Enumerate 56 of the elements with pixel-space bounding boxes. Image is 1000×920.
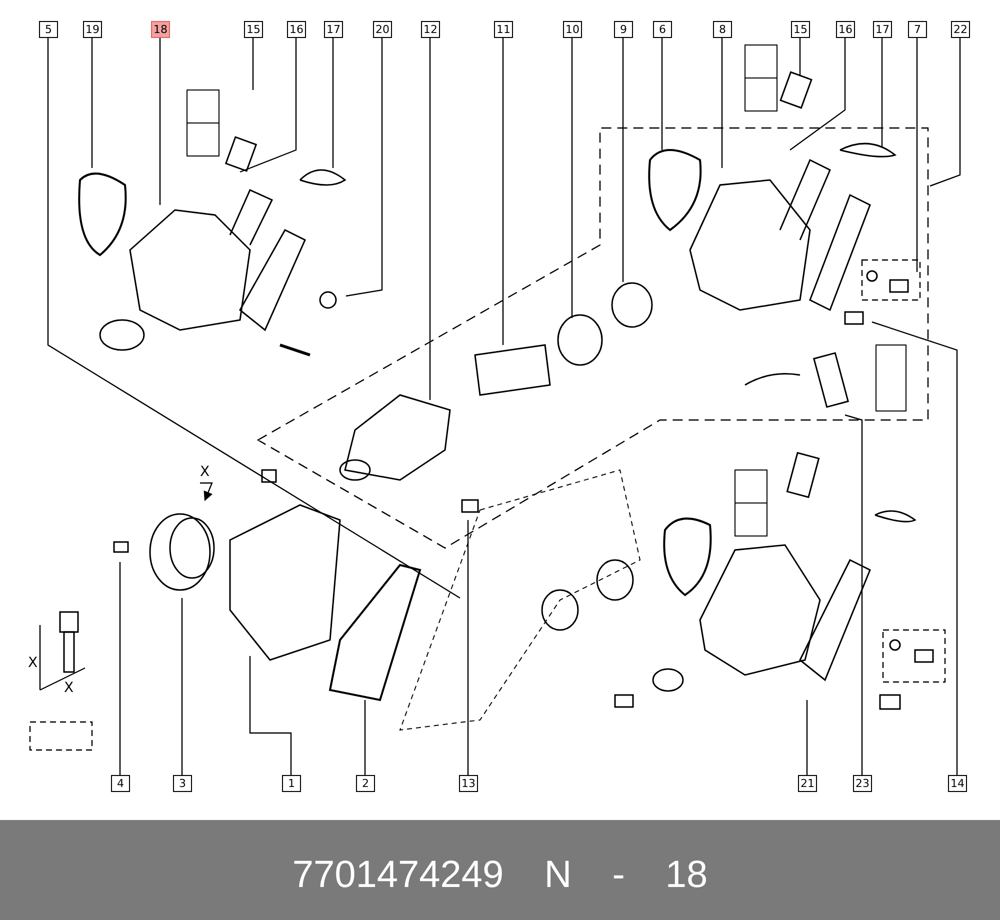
dimension-label: X: [64, 680, 74, 696]
dimension-label: X: [200, 464, 210, 480]
callout-number: 4: [111, 775, 130, 792]
leader-line: [91, 38, 93, 168]
callout-number: 2: [356, 775, 375, 792]
callout-number: 8: [713, 21, 732, 38]
callout-number: 13: [459, 775, 478, 792]
leader-line: [346, 38, 383, 297]
callout-number: 17: [324, 21, 343, 38]
leader-line: [844, 414, 863, 775]
leader-line: [622, 38, 624, 282]
dimension-label: X: [28, 655, 38, 671]
callout-number: 18: [151, 21, 170, 38]
leader-line: [467, 520, 469, 775]
callout-number: 7: [908, 21, 927, 38]
leader-line: [881, 38, 883, 148]
leader-line: [240, 38, 297, 173]
callout-number: 15: [791, 21, 810, 38]
callout-number: 6: [653, 21, 672, 38]
leader-line: [790, 38, 846, 150]
leader-line: [799, 38, 801, 75]
leader-line: [721, 38, 723, 168]
leader-line: [364, 700, 366, 775]
leader-line: [47, 38, 460, 599]
callout-number: 12: [421, 21, 440, 38]
callout-number: 11: [494, 21, 513, 38]
callout-number: 20: [373, 21, 392, 38]
callout-number: 17: [873, 21, 892, 38]
callout-number: 21: [798, 775, 817, 792]
leader-line: [502, 38, 504, 345]
leader-line: [159, 38, 161, 205]
leader-line: [181, 598, 183, 775]
callout-number: 10: [563, 21, 582, 38]
callout-number: 9: [614, 21, 633, 38]
leader-line: [332, 38, 334, 168]
leader-line: [571, 38, 573, 318]
leader-line: [806, 700, 808, 775]
callout-number: 23: [853, 775, 872, 792]
callout-number: 14: [948, 775, 967, 792]
callout-number: 1: [282, 775, 301, 792]
leader-line: [429, 38, 431, 400]
leader-line: [930, 38, 961, 187]
callout-number: 22: [951, 21, 970, 38]
leader-line: [119, 562, 121, 775]
callout-number: 16: [287, 21, 306, 38]
leader-line: [872, 321, 958, 775]
leader-line: [252, 38, 254, 90]
callout-number: 15: [244, 21, 263, 38]
callout-number: 19: [83, 21, 102, 38]
leader-line: [916, 38, 918, 272]
leader-line: [249, 656, 292, 775]
callout-number: 5: [39, 21, 58, 38]
callout-number: 3: [173, 775, 192, 792]
leader-line: [661, 38, 663, 150]
callout-number: 16: [836, 21, 855, 38]
caption: 7701474249 N - 18: [291, 854, 709, 897]
